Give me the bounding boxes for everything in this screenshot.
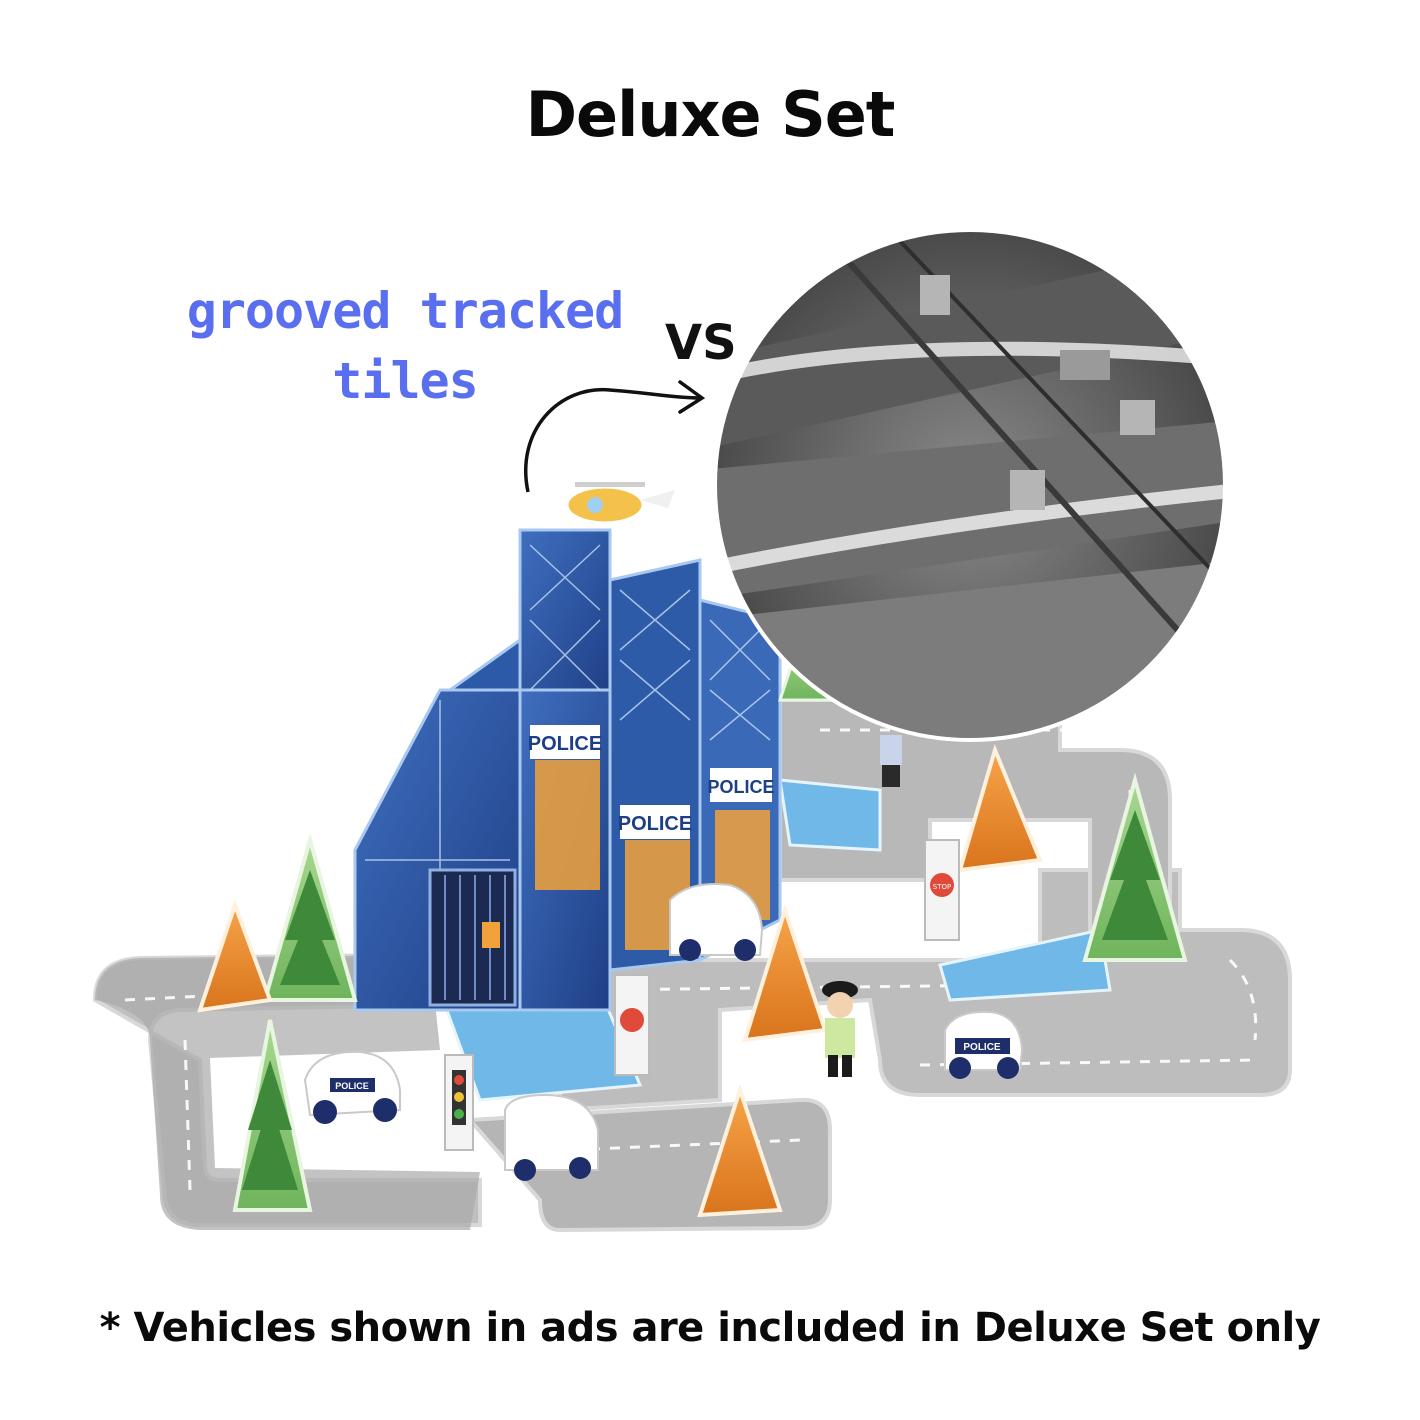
zoom-detail-circle xyxy=(715,230,1225,740)
water-tiles xyxy=(442,778,1112,1102)
arrow-head-icon xyxy=(678,380,706,414)
page-title: Deluxe Set xyxy=(525,78,896,151)
versus-label: VS xyxy=(665,315,737,371)
traffic-signal-icons: STOP xyxy=(444,839,960,1151)
building-sign-1: POLICE xyxy=(528,733,602,755)
callout-line-1: grooved tracked xyxy=(186,282,625,340)
curved-arrow xyxy=(524,387,701,493)
callout-line-2: tiles xyxy=(332,352,479,410)
tree-icons xyxy=(232,636,1188,1212)
cone-icons xyxy=(197,743,1043,1218)
building-sign-2: POLICE xyxy=(618,813,692,835)
police-officer-icon xyxy=(822,735,902,1077)
building-sign-3: POLICE xyxy=(707,777,774,797)
footer-note: * Vehicles shown in ads are included in … xyxy=(99,1305,1321,1351)
lock-icon xyxy=(482,922,500,948)
police-car-icons: POLICE POLICE xyxy=(303,883,1024,1181)
stop-sign-label: STOP xyxy=(933,883,951,891)
car-label-2: POLICE xyxy=(963,1042,1001,1053)
helicopter-icon xyxy=(565,482,675,525)
car-label-1: POLICE xyxy=(335,1081,369,1091)
